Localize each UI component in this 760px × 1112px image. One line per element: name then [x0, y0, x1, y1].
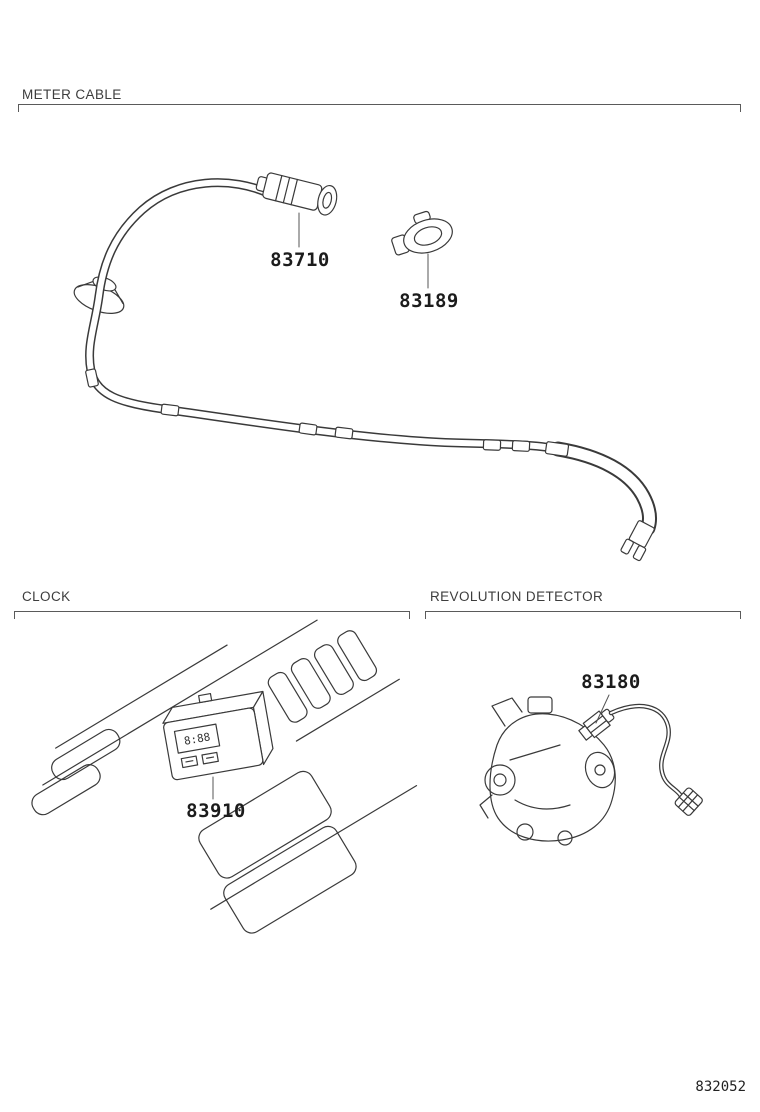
clock-display: 8:88	[183, 730, 211, 747]
leader-lines	[212, 212, 610, 800]
section-title-clock: CLOCK	[22, 589, 71, 604]
cable-body	[85, 178, 658, 536]
figure-number: 832052	[695, 1079, 746, 1095]
section-bracket-revolution-detector	[425, 611, 741, 620]
sensor-connector	[674, 787, 703, 816]
speedo-connector	[255, 172, 338, 216]
part-number-83189: 83189	[399, 290, 459, 312]
cable-clamp	[391, 210, 453, 256]
section-bracket-clock	[14, 611, 410, 620]
part-number-83910: 83910	[186, 800, 246, 822]
section-title-revolution-detector: REVOLUTION DETECTOR	[430, 589, 604, 604]
section-bracket-meter-cable	[18, 104, 741, 113]
meter-cable-illustration	[73, 172, 658, 562]
speed-sensor	[578, 708, 615, 741]
cable-ferrules	[85, 368, 570, 457]
dashboard-illustration: 8:88	[31, 619, 418, 934]
clock-unit: 8:88	[162, 690, 274, 781]
section-title-meter-cable: METER CABLE	[22, 87, 122, 102]
revolution-detector-illustration	[479, 696, 703, 846]
cable-end-connector	[620, 520, 655, 562]
sensor-wire	[608, 703, 684, 799]
part-number-83710: 83710	[270, 249, 330, 271]
part-number-83180: 83180	[581, 671, 641, 693]
injection-pump	[479, 696, 616, 846]
